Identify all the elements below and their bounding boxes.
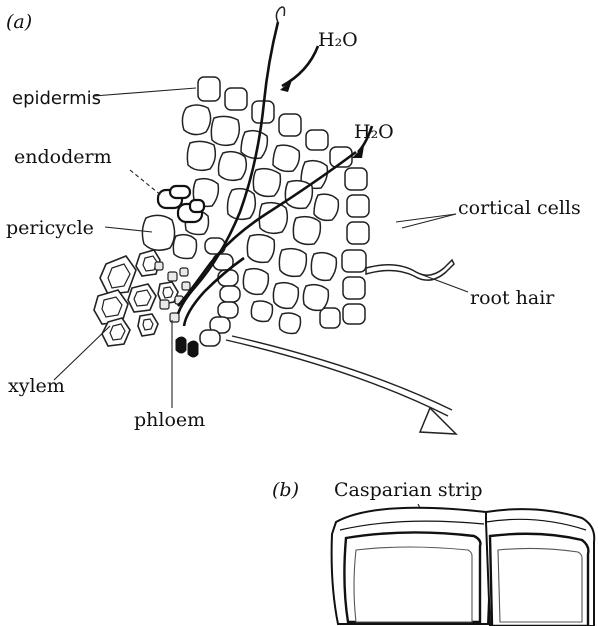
phloem-label: phloem	[134, 409, 205, 431]
endoderm-label: endoderm	[14, 146, 112, 168]
zoom-arrow	[226, 336, 456, 434]
water-label-mid: H₂O	[354, 121, 394, 143]
root-hair-label: root hair	[470, 287, 555, 309]
panel-b: (b) Casparian strip	[272, 479, 594, 626]
endodermal-cell-left	[332, 508, 494, 624]
panel-b-label: (b)	[272, 479, 299, 501]
casparian-strip-label: Casparian strip	[334, 479, 483, 501]
root-hair-shape	[366, 260, 454, 280]
epidermis-label: epidermis	[12, 88, 101, 109]
panel-a: (a) H₂O H₂O epidermis endoderm pericycle…	[6, 7, 581, 434]
xylem-label: xylem	[8, 375, 65, 397]
cortical-cells-label: cortical cells	[458, 197, 581, 219]
panel-a-label: (a)	[6, 11, 32, 33]
endodermal-cell-right	[486, 509, 594, 626]
xylem-vessels	[94, 250, 178, 346]
pericycle-label: pericycle	[6, 217, 94, 239]
water-label-top: H₂O	[318, 29, 358, 51]
